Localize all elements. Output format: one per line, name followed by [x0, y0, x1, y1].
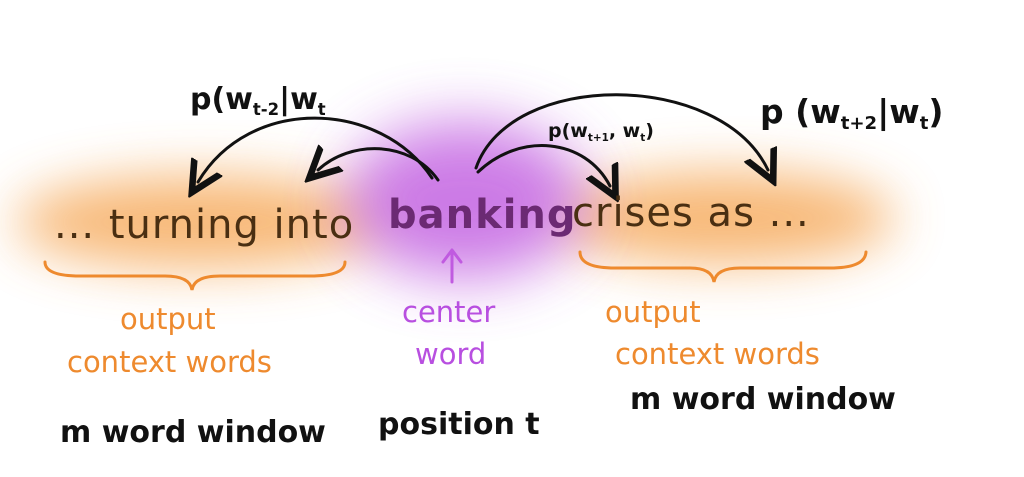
prob-prefix: p (w: [760, 92, 841, 131]
prob-subscript: t+1: [587, 131, 609, 144]
prob-subscript: t+2: [840, 113, 878, 135]
prob-right-inner: p(wt+1, wt): [548, 120, 654, 144]
right-curly-brace-icon: [578, 250, 868, 283]
prob-close: ): [645, 120, 654, 142]
left-output-label-line2: context words: [67, 345, 272, 379]
prob-condition: , w: [608, 120, 641, 142]
prob-prefix: p(w: [548, 120, 588, 142]
prob-condition-subscript: t: [640, 131, 646, 144]
left-output-label-line1: output: [120, 302, 216, 336]
curved-arrow-icon: [474, 93, 768, 170]
prob-condition: |w: [279, 82, 318, 117]
curved-arrow-icon: [318, 149, 440, 180]
left-context-highlight: [15, 176, 385, 268]
up-arrow-icon: [441, 248, 463, 284]
curved-arrow-icon: [476, 144, 610, 186]
center-word-highlight: [345, 122, 585, 278]
right-output-label-line1: output: [605, 295, 701, 329]
prob-subscript: t-2: [252, 99, 280, 119]
prob-close: ): [928, 92, 944, 131]
prob-prefix: p(w: [190, 82, 253, 117]
center-label-line2: word: [415, 337, 487, 371]
center-label-line1: center: [402, 295, 496, 329]
prob-left-outer: p(wt-2|wt: [190, 82, 326, 118]
right-context-highlight: [555, 172, 895, 264]
prob-right-outer: p (wt+2|wt): [760, 92, 944, 133]
prob-condition: |w: [877, 92, 920, 131]
prob-condition-subscript: t: [317, 99, 326, 119]
left-curly-brace-icon: [43, 260, 347, 291]
right-window-label: m word window: [630, 382, 896, 417]
right-output-label-line2: context words: [615, 337, 820, 371]
curved-arrow-icon: [198, 116, 434, 182]
prob-condition-subscript: t: [919, 113, 929, 135]
right-context-text: crises as ...: [572, 190, 810, 236]
left-window-label: m word window: [60, 415, 326, 450]
left-context-text: ... turning into: [54, 202, 355, 248]
center-position-label: position t: [378, 407, 540, 442]
center-word-text: banking: [388, 192, 577, 238]
